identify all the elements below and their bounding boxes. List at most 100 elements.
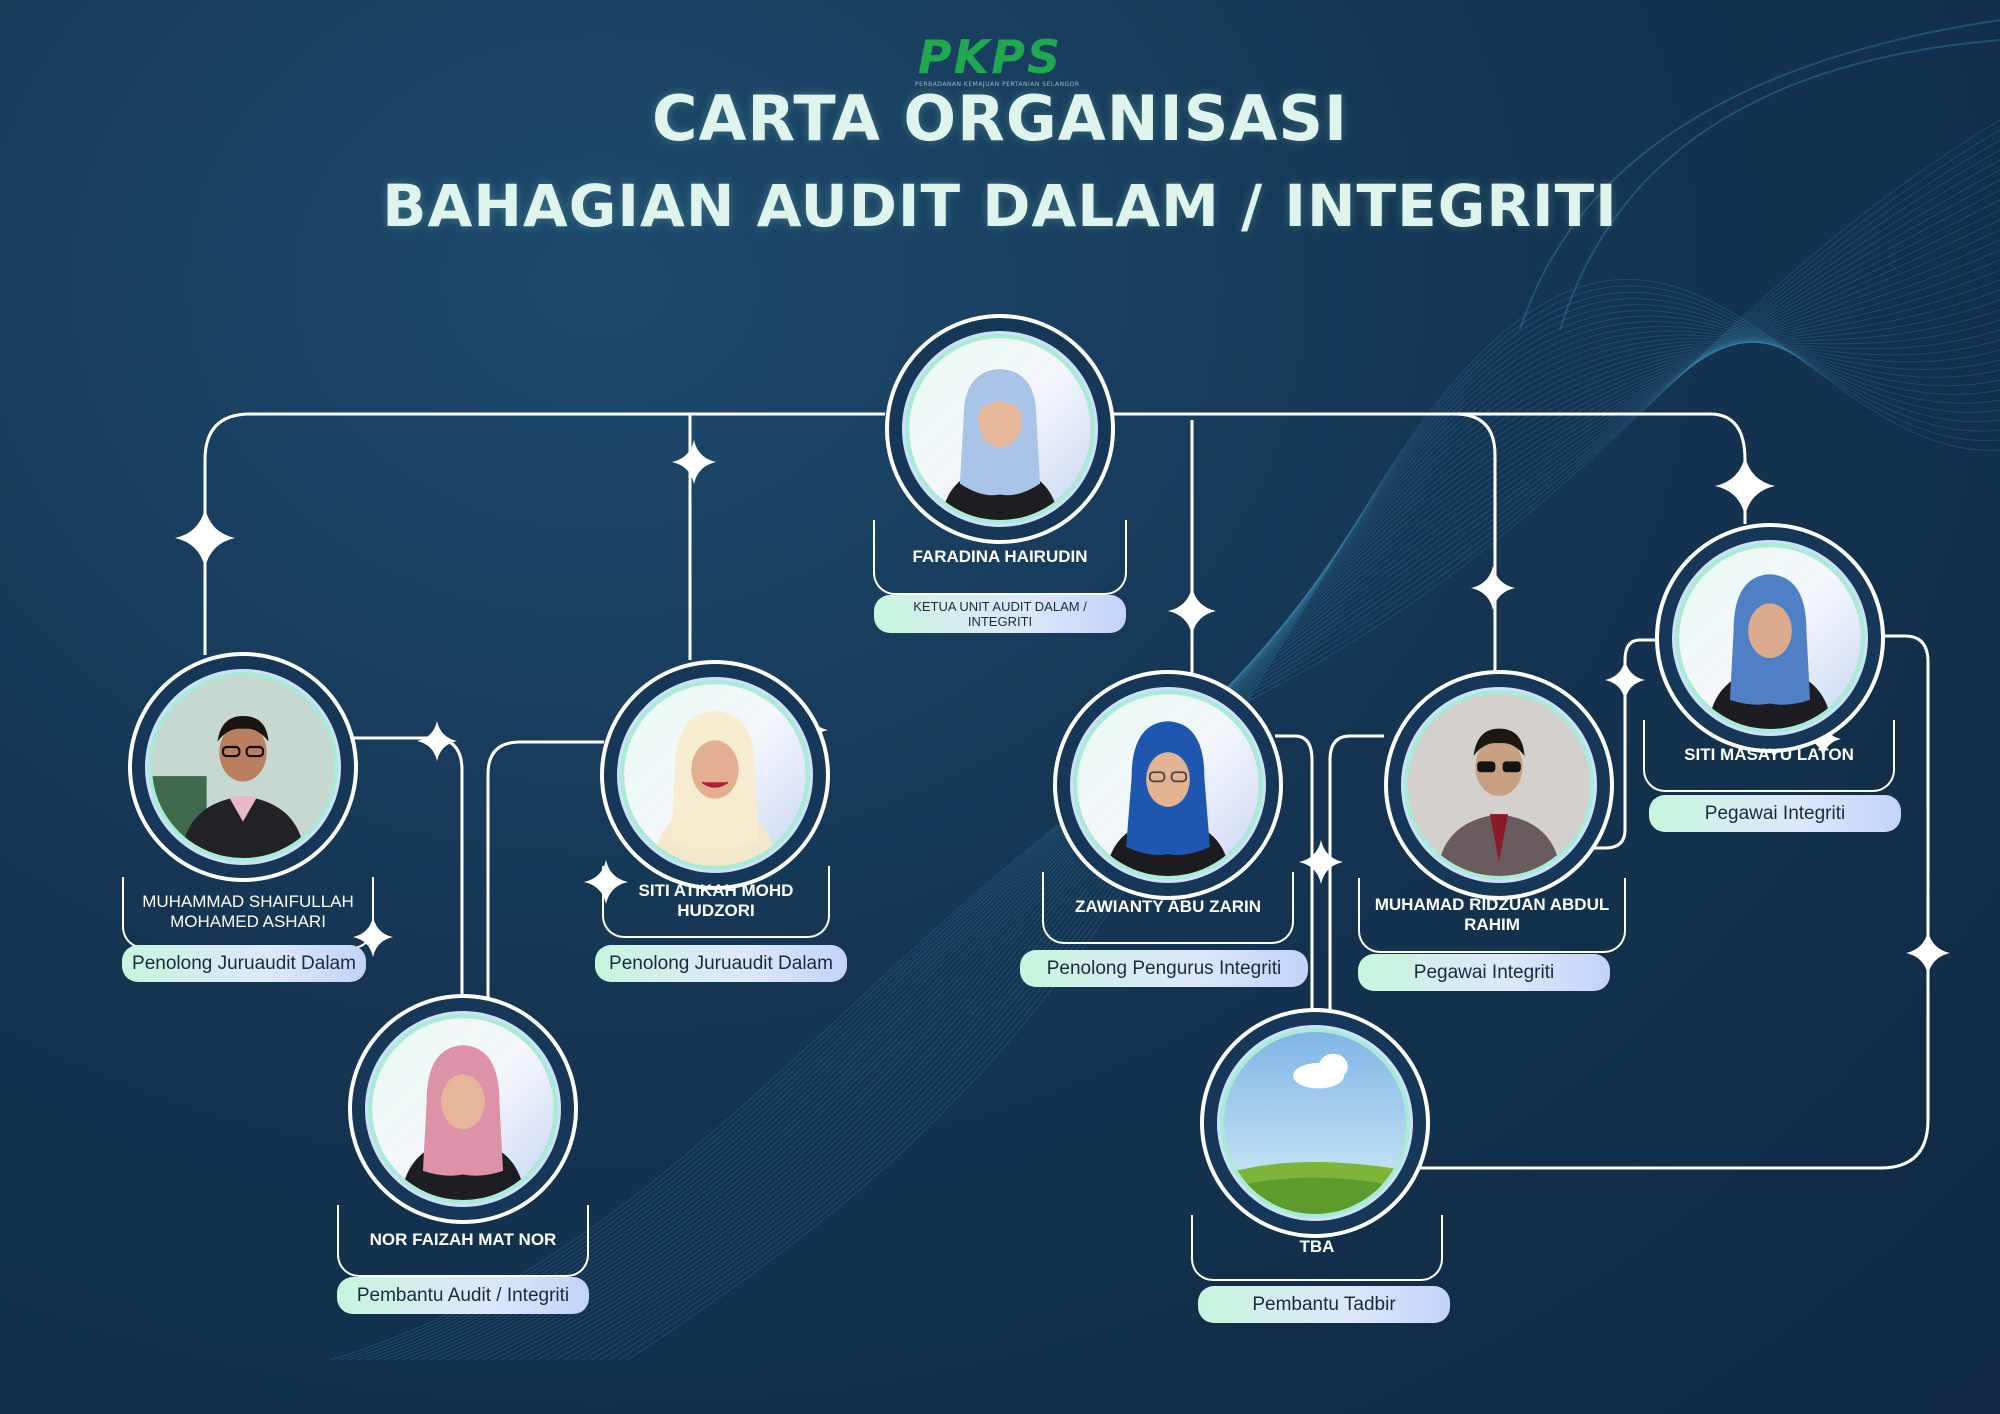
wave-line	[401, 199, 2000, 1361]
name-box: MUHAMMAD SHAIFULLAH MOHAMED ASHARI	[122, 877, 374, 949]
pkps-logo: PKPS PERBADANAN KEMAJUAN PERTANIAN SELAN…	[915, 30, 1080, 88]
wave-line	[626, 278, 2000, 1361]
person-name: NOR FAIZAH MAT NOR	[369, 1230, 557, 1249]
person-role: Pegawai Integriti	[1704, 803, 1846, 824]
name-box: FARADINA HAIRUDIN	[873, 520, 1127, 595]
connector-head-top-bar	[203, 412, 885, 655]
avatar	[1679, 547, 1861, 729]
sparkle-icon	[1471, 566, 1515, 610]
name-box: SITI ATIKAH MOHD HUDZORI	[602, 866, 830, 938]
person-name: FARADINA HAIRUDIN	[912, 546, 1088, 566]
wave-line	[410, 209, 2000, 1361]
wave-line	[590, 304, 2000, 1361]
wave-line	[617, 285, 2000, 1361]
avatar	[624, 684, 806, 866]
wave-line	[554, 326, 2000, 1361]
avatar-frame	[1053, 670, 1283, 900]
wave-arc	[1519, 19, 2000, 331]
role-pill: Pegawai Integriti	[1358, 954, 1610, 991]
person-name: MUHAMMAD SHAIFULLAH MOHAMED ASHARI	[142, 892, 354, 931]
sparkle-icon	[1715, 456, 1775, 516]
logo-mark: PKPS	[917, 30, 1063, 84]
connector-head-right-bar	[1112, 412, 1747, 524]
name-box: MUHAMAD RIDZUAN ABDUL RAHIM	[1358, 878, 1626, 953]
woman-pink-hijab-photo	[401, 1045, 525, 1200]
role-pill: Penolong Juruaudit Dalam	[122, 945, 366, 982]
avatar	[909, 338, 1091, 520]
role-pill: Penolong Juruaudit Dalam	[595, 945, 847, 982]
role-pill: KETUA UNIT AUDIT DALAM / INTEGRITI	[874, 595, 1126, 633]
wave-line	[473, 279, 2000, 1361]
avatar-frame	[348, 994, 578, 1224]
man-glasses-blazer-photo	[152, 676, 334, 858]
page-title: CARTA ORGANISASI	[651, 82, 1349, 155]
person-role: Pembantu Audit / Integriti	[356, 1285, 570, 1306]
avatar-frame	[1384, 670, 1614, 900]
sparkle-icon	[1299, 840, 1343, 884]
person-role: Penolong Pengurus Integriti	[1046, 958, 1282, 979]
wave-line	[482, 289, 2000, 1361]
logo-subtitle: PERBADANAN KEMAJUAN PERTANIAN SELANGOR	[915, 81, 1080, 88]
avatar-frame	[600, 660, 830, 890]
wave-line	[563, 320, 2000, 1361]
connector-head-ridzuan	[1302, 412, 1497, 672]
wave-arc	[1559, 39, 2000, 331]
avatar	[372, 1018, 554, 1200]
person-role: Pegawai Integriti	[1413, 962, 1555, 983]
role-pill: Pegawai Integriti	[1649, 795, 1901, 832]
avatar-frame	[1200, 1008, 1430, 1238]
wave-line	[581, 310, 2000, 1361]
wave-line	[572, 315, 2000, 1361]
man-sunglasses-suit-photo	[1408, 694, 1590, 876]
name-box: ZAWIANTY ABU ZARIN	[1042, 872, 1294, 944]
wave-line	[455, 259, 2000, 1361]
wave-line	[509, 319, 2000, 1361]
wave-line	[518, 329, 2000, 1361]
wave-line	[536, 334, 2000, 1361]
connector-masayu-left	[1592, 638, 1656, 850]
avatar-frame	[128, 652, 358, 882]
person-role: Penolong Juruaudit Dalam	[132, 953, 356, 974]
person-role: Pembantu Tadbir	[1252, 1294, 1396, 1315]
sparkle-icon	[417, 721, 457, 761]
woman-light-blue-hijab-photo	[941, 368, 1059, 520]
name-box: TBA	[1191, 1215, 1443, 1281]
connector-atikah-faizah	[486, 740, 604, 1000]
person-name: MUHAMAD RIDZUAN ABDUL RAHIM	[1374, 894, 1610, 934]
wave-line	[527, 338, 2000, 1361]
woman-blue-hijab-blazer-photo	[1708, 574, 1832, 729]
role-pill: Pembantu Tadbir	[1198, 1286, 1450, 1323]
wave-line	[500, 309, 2000, 1361]
wave-line	[437, 239, 2000, 1361]
wave-line	[545, 330, 2000, 1361]
wave-line	[419, 219, 2000, 1361]
avatar-frame	[1655, 523, 1885, 753]
landscape-placeholder-icon	[1224, 1032, 1406, 1214]
connector-zawianty-tba	[1275, 734, 1314, 1010]
sparkle-icon	[1168, 587, 1216, 635]
wave-line	[608, 291, 2000, 1361]
name-box: SITI MASAYU LATON	[1643, 720, 1895, 792]
connector-shaifullah-faizah	[352, 736, 464, 1000]
connector-masayu-tba	[1419, 634, 1930, 1170]
role-pill: Penolong Pengurus Integriti	[1020, 950, 1308, 987]
page-subtitle: BAHAGIAN AUDIT DALAM / INTEGRITI	[382, 172, 1618, 240]
avatar	[1077, 694, 1259, 876]
wave-line	[428, 229, 2000, 1361]
name-box: NOR FAIZAH MAT NOR	[337, 1205, 589, 1277]
woman-blue-hijab-glasses-photo	[1106, 721, 1230, 876]
person-name: SITI ATIKAH MOHD HUDZORI	[638, 881, 794, 920]
connector-ridzuan-tba	[1328, 734, 1384, 1010]
sparkle-icon	[175, 508, 235, 568]
avatar	[1224, 1032, 1406, 1214]
role-pill: Pembantu Audit / Integriti	[337, 1277, 589, 1314]
wave-line	[464, 269, 2000, 1361]
sparkle-icon	[672, 440, 716, 484]
person-name: ZAWIANTY ABU ZARIN	[1074, 897, 1262, 916]
person-name: TBA	[1299, 1237, 1335, 1256]
sparkle-icon	[1906, 931, 1950, 975]
person-role: Penolong Juruaudit Dalam	[609, 953, 833, 974]
wave-line	[446, 249, 2000, 1361]
